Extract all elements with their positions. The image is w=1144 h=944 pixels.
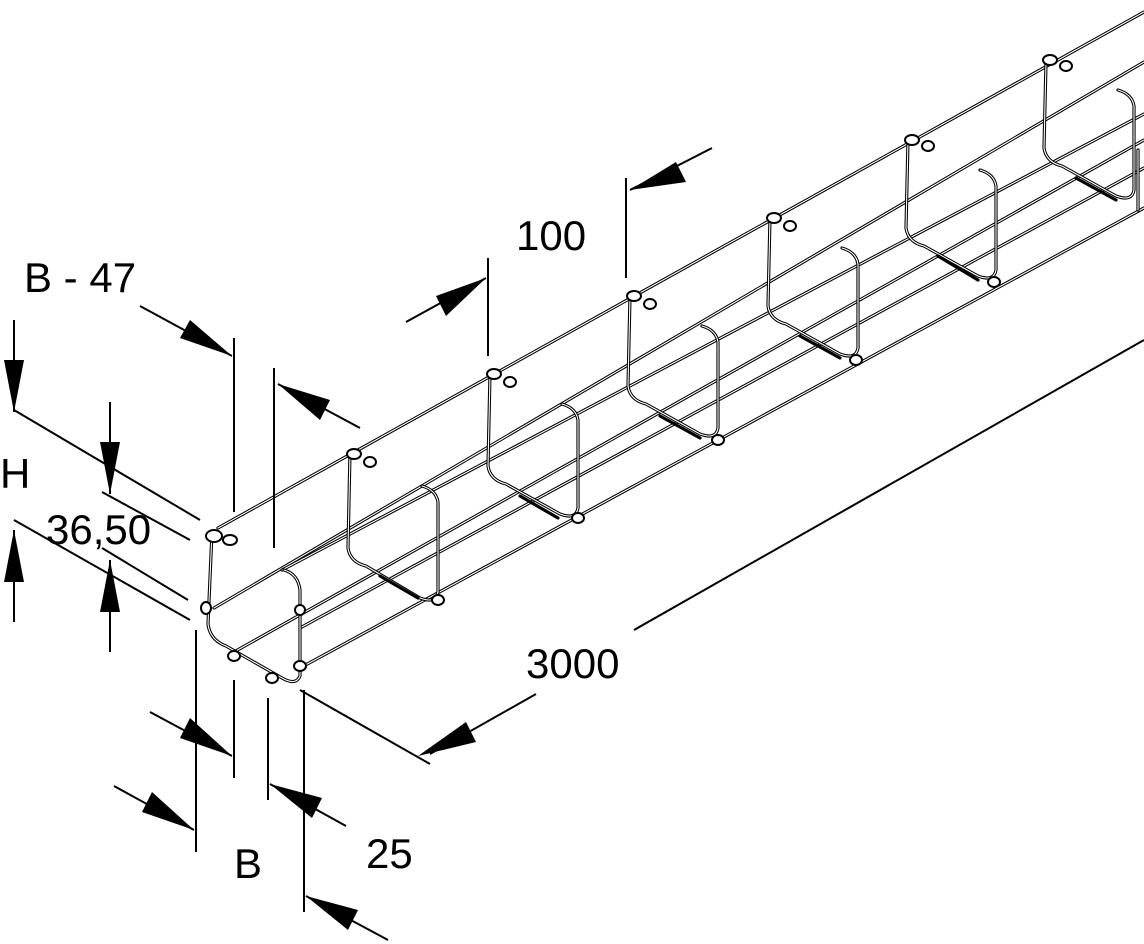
longitudinal-wires [212,10,1144,670]
arrow-100-right [630,162,686,190]
weld-points [200,54,1073,684]
dimension-arrows [4,162,686,930]
label-height: H [0,450,30,497]
label-length: 3000 [526,640,619,687]
arrow-25-bottom [306,896,358,930]
arrow-100-left [436,278,486,316]
end-frame [206,530,302,684]
arrow-b47-right [278,384,330,420]
arrow-b [142,792,194,830]
label-spacing: 25 [366,830,413,877]
label-width: B [234,840,262,887]
cross-wires [346,60,1140,602]
dimension-labels: B - 47 100 H 36,50 3000 B 25 [0,212,619,887]
bottom-wires [378,176,1118,600]
arrow-3650-top [100,442,120,494]
mesh-tray [200,10,1144,684]
label-mesh-pitch: 100 [516,212,586,259]
arrow-25-top [270,784,322,818]
arrow-b47-left [180,320,232,356]
arrow-inner-b [180,718,232,756]
label-lower-height: 36,50 [46,506,151,553]
arrow-3650-bottom [100,560,120,612]
arrow-h-bottom [4,530,24,582]
label-inner-width: B - 47 [24,254,136,301]
arrow-3000 [418,722,476,756]
arrow-h-top [4,360,24,412]
